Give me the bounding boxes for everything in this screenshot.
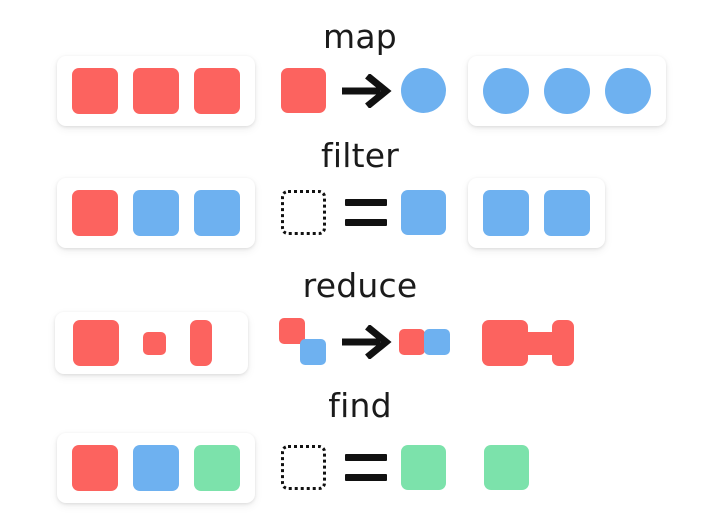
filter-output-list — [468, 178, 605, 248]
equals-icon — [345, 454, 387, 481]
row-map: map — [0, 0, 720, 135]
map-output-item-2 — [544, 68, 590, 114]
reduce-output-composite — [482, 312, 576, 374]
reduce-current-square — [300, 339, 326, 365]
filter-input-item-1 — [72, 190, 118, 236]
row-label-find: find — [328, 386, 392, 425]
find-input-item-2 — [133, 445, 179, 491]
filter-input-list — [57, 178, 255, 248]
reduce-result-pair-red — [399, 329, 425, 355]
filter-predicate-match — [401, 190, 446, 235]
reduce-input-list — [55, 312, 248, 374]
arrow-right-icon — [340, 74, 392, 108]
reduce-output-part-large — [482, 320, 528, 366]
reduce-result-pair-blue — [424, 329, 450, 355]
find-predicate-placeholder — [281, 445, 326, 490]
map-output-item-3 — [605, 68, 651, 114]
row-label-filter: filter — [321, 136, 399, 175]
row-find: find — [0, 385, 720, 520]
map-input-item-1 — [72, 68, 118, 114]
row-reduce: reduce — [0, 260, 720, 385]
map-input-item-3 — [194, 68, 240, 114]
arrow-right-icon — [340, 325, 392, 359]
find-output-item — [484, 445, 529, 490]
filter-input-item-2 — [133, 190, 179, 236]
map-operation-target-circle — [401, 68, 446, 113]
filter-output-item-2 — [544, 190, 590, 236]
filter-predicate-placeholder — [281, 190, 326, 235]
equals-icon — [345, 199, 387, 226]
filter-input-item-3 — [194, 190, 240, 236]
map-output-item-1 — [483, 68, 529, 114]
map-output-list — [468, 56, 666, 126]
map-input-list — [57, 56, 255, 126]
map-operation-source-square — [281, 68, 326, 113]
find-input-list — [57, 433, 255, 503]
row-label-map: map — [323, 17, 397, 56]
reduce-input-item-tall — [190, 320, 212, 366]
find-input-item-3 — [194, 445, 240, 491]
find-predicate-match — [401, 445, 446, 490]
reduce-output-part-small — [524, 332, 556, 355]
row-label-reduce: reduce — [302, 266, 418, 305]
filter-output-item-1 — [483, 190, 529, 236]
reduce-output-part-tall — [552, 320, 574, 366]
find-input-item-1 — [72, 445, 118, 491]
map-input-item-2 — [133, 68, 179, 114]
reduce-input-item-small — [143, 332, 166, 355]
reduce-input-item-large — [73, 320, 119, 366]
row-filter: filter — [0, 135, 720, 260]
